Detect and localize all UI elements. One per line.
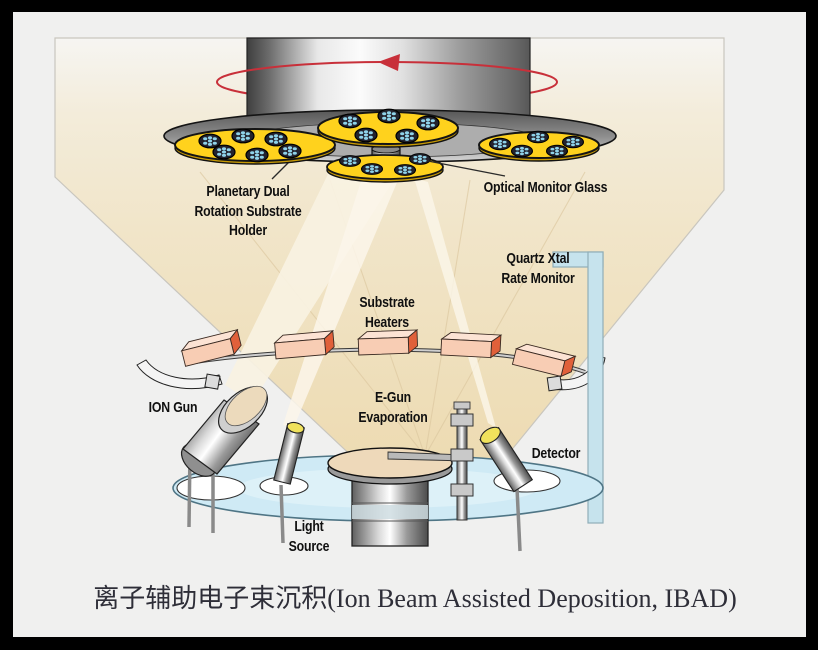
wafer-cluster	[488, 137, 512, 151]
optical-monitor-disk	[326, 152, 444, 183]
wafer-cluster	[338, 113, 362, 129]
label-light-source: Light Source	[288, 518, 330, 555]
rotation-arrowhead	[378, 54, 400, 71]
label-egun-evaporation: E-Gun Evaporation	[358, 389, 428, 426]
ion-gun-port	[176, 475, 246, 501]
wafer-cluster	[354, 127, 378, 143]
wafer-cluster	[510, 144, 534, 158]
wafer-cluster	[561, 135, 585, 149]
wafer-cluster	[526, 130, 550, 144]
wafer-cluster	[278, 143, 302, 159]
caption-title: 离子辅助电子束沉积(Ion Beam Assisted Deposition, …	[93, 584, 737, 613]
wafer-cluster	[377, 108, 401, 124]
substrate-heater-block	[357, 329, 419, 356]
wafer-cluster	[393, 163, 417, 177]
planetary-disk-left	[174, 128, 336, 165]
detector	[479, 426, 534, 493]
label-detector: Detector	[531, 445, 581, 462]
substrate-heater-block	[273, 330, 336, 360]
wafer-cluster	[408, 152, 432, 166]
wafer-cluster	[231, 128, 255, 144]
light-source-beam	[283, 178, 398, 429]
label-substrate-heaters: Substrate Heaters	[359, 294, 415, 331]
planetary-disk-right	[478, 130, 600, 162]
substrate-heater-block	[440, 331, 502, 359]
evaporation-rays	[199, 171, 586, 457]
light-source	[273, 421, 305, 485]
feed-rod	[450, 401, 474, 521]
leader-optical	[427, 160, 506, 177]
wafer-cluster	[264, 131, 288, 147]
detector-beam	[414, 178, 496, 428]
label-ion-gun: ION Gun	[148, 399, 198, 416]
wafer-cluster	[416, 115, 440, 131]
label-planetary-holder: Planetary Dual Rotation Substrate Holder	[194, 183, 302, 239]
quartz-rate-monitor-tube	[552, 251, 604, 524]
wafer-cluster	[395, 128, 419, 144]
wafer-cluster	[545, 144, 569, 158]
label-quartz-monitor: Quartz Xtal Rate Monitor	[501, 250, 575, 287]
wafer-cluster	[360, 162, 384, 176]
filament-arc-left	[136, 359, 223, 390]
planetary-disk-center	[317, 108, 459, 148]
wafer-cluster	[245, 147, 269, 163]
wafer-cluster	[338, 154, 362, 168]
wafer-cluster	[212, 144, 236, 160]
ion-gun	[180, 385, 268, 477]
wafer-cluster	[198, 133, 222, 149]
label-optical-monitor: Optical Monitor Glass	[483, 179, 608, 196]
